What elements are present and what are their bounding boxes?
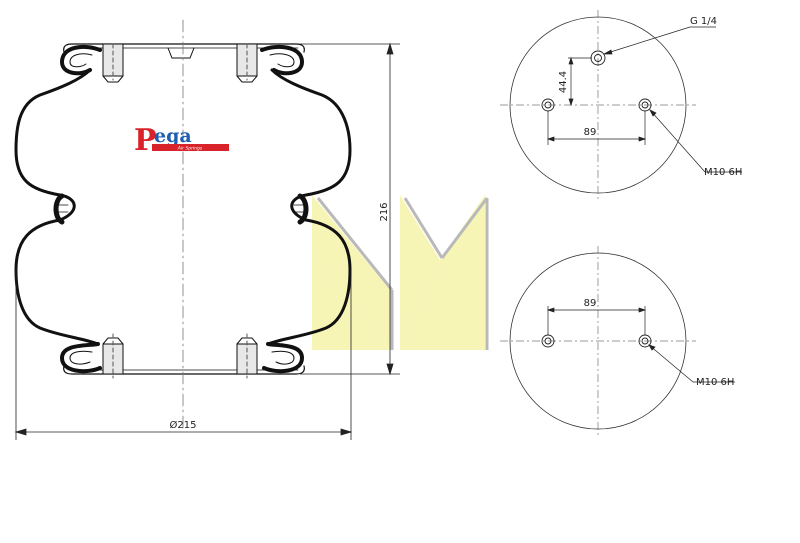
bellows-outline: [14, 68, 352, 346]
top-plate-view: 44.4 89 G 1/4 M10 6H: [500, 10, 742, 200]
top-bead-right: [260, 44, 305, 76]
brand-tagline: Air Springs: [177, 146, 203, 152]
watermark-logo: [312, 195, 489, 350]
brand-tagline-bar: [152, 144, 229, 151]
bottom-bead-left: [59, 342, 102, 374]
height-dimension: [300, 42, 400, 376]
height-label: 216: [379, 202, 390, 221]
bottom-stud-left: [102, 333, 124, 379]
bottom-thread-label: M10 6H: [696, 377, 734, 388]
brand-name: ega: [154, 125, 192, 147]
diameter-dimension: [14, 270, 353, 440]
top-stud-left: [102, 43, 124, 83]
bottom-spacing-dimension: [546, 306, 647, 335]
bottom-plate-view: 89 M10 6H: [500, 246, 735, 436]
top-thread-label: M10 6H: [704, 167, 742, 178]
brand-letter: P: [134, 123, 157, 158]
girdle-ring-left: [53, 193, 69, 225]
top-spacing-label: 89: [584, 127, 597, 138]
brand-logo: P ega Air Springs: [134, 123, 229, 158]
air-port-leader: [602, 26, 716, 55]
air-spring-side-view: [14, 19, 352, 431]
girdle-ring-right: [293, 193, 309, 225]
diameter-label: Ø215: [170, 419, 197, 431]
port-offset-label: 44.4: [558, 71, 569, 93]
bottom-stud-right: [236, 333, 258, 379]
top-stud-right: [236, 43, 258, 83]
port-offset-dimension: [568, 56, 592, 107]
bottom-thread-leader: [648, 344, 735, 383]
top-thread-leader: [649, 109, 742, 173]
bottom-bead-right: [262, 342, 305, 374]
top-bead-left: [59, 44, 102, 76]
bottom-spacing-label: 89: [584, 298, 597, 309]
top-spacing-dimension: [546, 111, 647, 145]
air-port-label: G 1/4: [690, 16, 717, 27]
